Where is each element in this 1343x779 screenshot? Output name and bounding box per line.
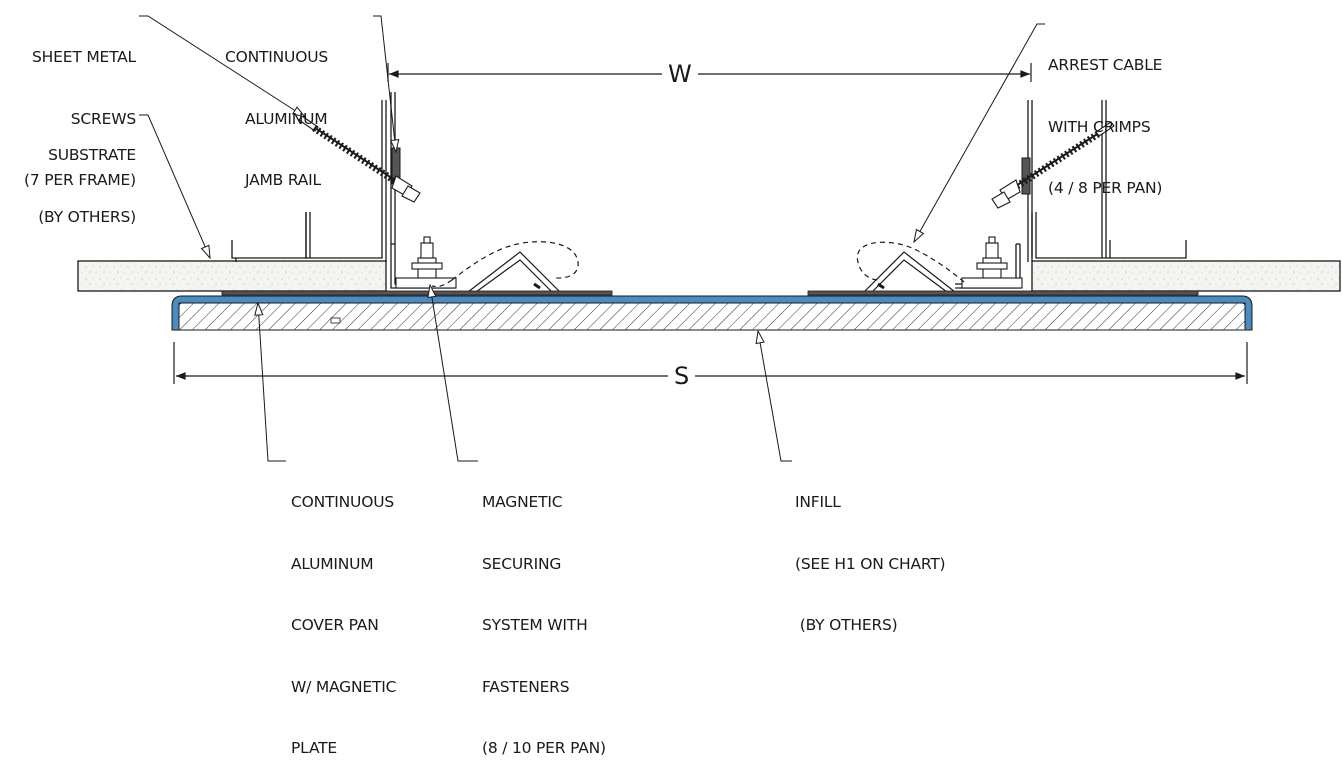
left-screw-icon: [298, 115, 421, 203]
left-magnetic-plate: [221, 290, 613, 296]
right-gasket: [1021, 157, 1031, 195]
callout-line: ALUMINUM: [291, 554, 374, 573]
callout-line: (BY OTHERS): [795, 616, 898, 634]
callout-infill: INFILL (SEE H1 ON CHART) (BY OTHERS): [795, 451, 946, 656]
left-magnetic-fastener: [395, 236, 457, 289]
dimension-w: [387, 63, 1032, 82]
callout-substrate: SUBSTRATE (BY OTHERS): [0, 104, 136, 248]
callout-line: SHEET METAL: [32, 48, 136, 66]
callout-line: ARREST CABLE: [1048, 56, 1163, 74]
callout-line: CONTINUOUS: [225, 48, 328, 66]
callout-line: FASTENERS: [482, 677, 570, 696]
callout-jamb-rail: CONTINUOUS ALUMINUM JAMB RAIL: [225, 6, 328, 211]
callout-line: ALUMINUM: [245, 109, 328, 128]
leader-lines: [139, 15, 1045, 462]
callout-line: JAMB RAIL: [245, 171, 321, 189]
callout-line: (BY OTHERS): [38, 207, 136, 226]
callout-line: CONTINUOUS: [291, 493, 394, 511]
dimension-s-label: S: [668, 364, 696, 388]
right-magnetic-fastener: [961, 236, 1023, 289]
callout-line: (7 PER FRAME): [24, 171, 136, 189]
right-cable-bracket: [856, 241, 965, 293]
dimension-w-label: W: [662, 62, 698, 86]
callout-line: (SEE H1 ON CHART): [795, 554, 946, 573]
callout-line: INFILL: [795, 493, 841, 511]
callout-line: SECURING: [482, 554, 562, 573]
callout-line: W/ MAGNETIC: [291, 677, 397, 696]
callout-cover-pan: CONTINUOUS ALUMINUM COVER PAN W/ MAGNETI…: [291, 451, 396, 779]
callout-line: MAGNETIC: [482, 493, 563, 511]
callout-line: WITH CRIMPS: [1048, 117, 1151, 136]
callout-line: SYSTEM WITH: [482, 616, 588, 634]
substrate-left: [77, 260, 387, 292]
callout-magnetic-system: MAGNETIC SECURING SYSTEM WITH FASTENERS …: [482, 451, 606, 779]
substrate-right: [1031, 260, 1341, 292]
right-magnetic-plate: [807, 290, 1199, 296]
expansion-joint-section-drawing: [77, 15, 1341, 462]
callout-line: SUBSTRATE: [48, 146, 136, 164]
cover-pan: [171, 295, 1253, 331]
callout-line: COVER PAN: [291, 616, 379, 634]
callout-sheet-metal-screws: SHEET METAL SCREWS (7 PER FRAME): [0, 6, 136, 211]
callout-line: SCREWS: [70, 109, 136, 128]
callout-line: (4 / 8 PER PAN): [1048, 179, 1163, 197]
right-screw-icon: [991, 121, 1115, 209]
dimension-s: [173, 342, 1248, 384]
callout-arrest-cable: ARREST CABLE WITH CRIMPS (4 / 8 PER PAN): [1048, 14, 1162, 219]
callout-line: PLATE: [291, 739, 337, 757]
callout-line: (8 / 10 PER PAN): [482, 739, 606, 757]
